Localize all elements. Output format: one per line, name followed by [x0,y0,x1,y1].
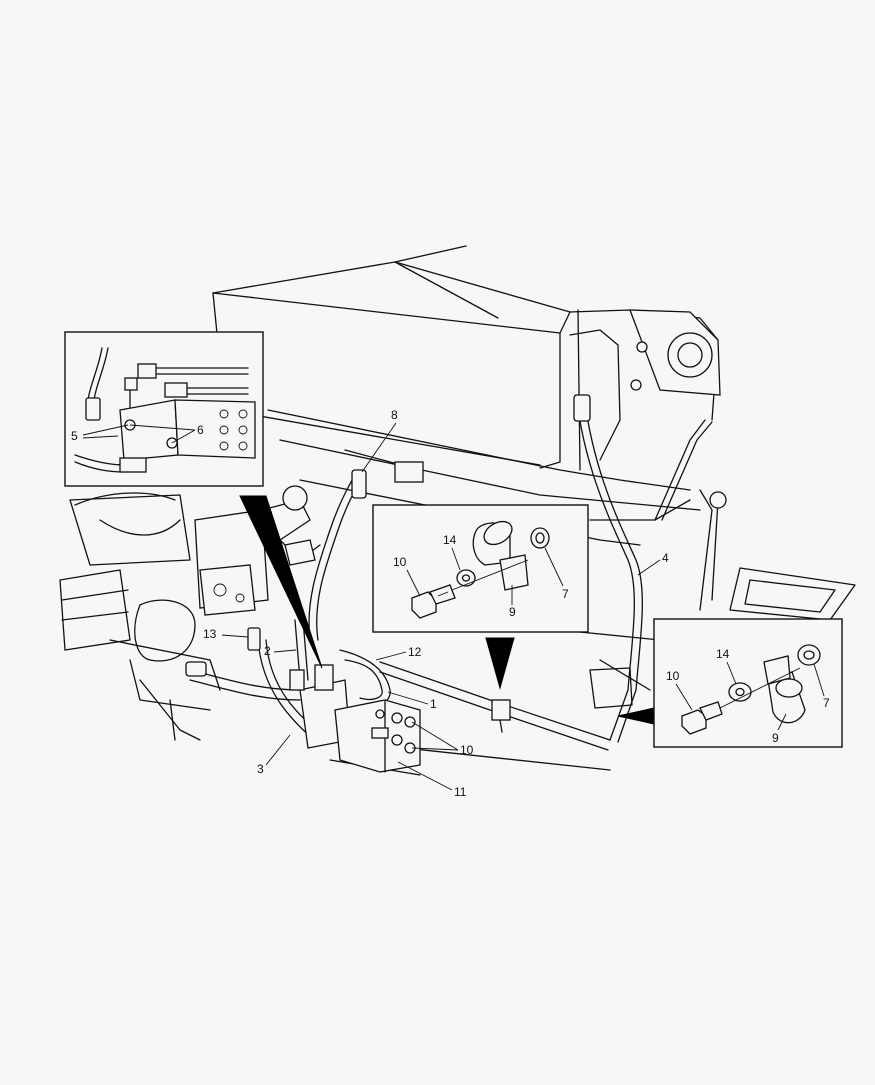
main-callouts: 8 4 12 13 2 1 10 3 11 [203,408,669,799]
callout-5: 5 [71,429,78,443]
callout-12: 12 [408,645,422,659]
inset-valve-detail: 5 6 [64,331,264,487]
callout-3: 3 [257,762,264,776]
callout-13: 13 [203,627,217,641]
callout-9-a: 9 [509,605,516,619]
callout-4: 4 [662,551,669,565]
callout-8: 8 [391,408,398,422]
callout-1: 1 [430,697,437,711]
pointer-wedge-clamp-b [617,707,655,725]
pointer-wedge-clamp-a [485,637,515,690]
callout-14-b: 14 [716,647,730,661]
callout-9-b: 9 [772,731,779,745]
control-valve [289,664,421,773]
motor-assembly [59,485,321,741]
pointer-wedge-valve [239,495,323,669]
callout-7-a: 7 [562,587,569,601]
callout-10-b: 10 [666,669,680,683]
hydraulic-lines [185,394,713,751]
callout-2: 2 [264,644,271,658]
callout-11: 11 [454,785,467,799]
machine-body [212,245,856,776]
callout-10-main: 10 [460,743,474,757]
callout-6: 6 [197,423,204,437]
callout-10-a: 10 [393,555,407,569]
callout-7-b: 7 [823,696,830,710]
inset-clamp-detail-a: 10 14 9 7 [372,504,589,633]
inset-clamp-detail-b: 10 14 7 9 [653,618,843,748]
callout-14-a: 14 [443,533,457,547]
